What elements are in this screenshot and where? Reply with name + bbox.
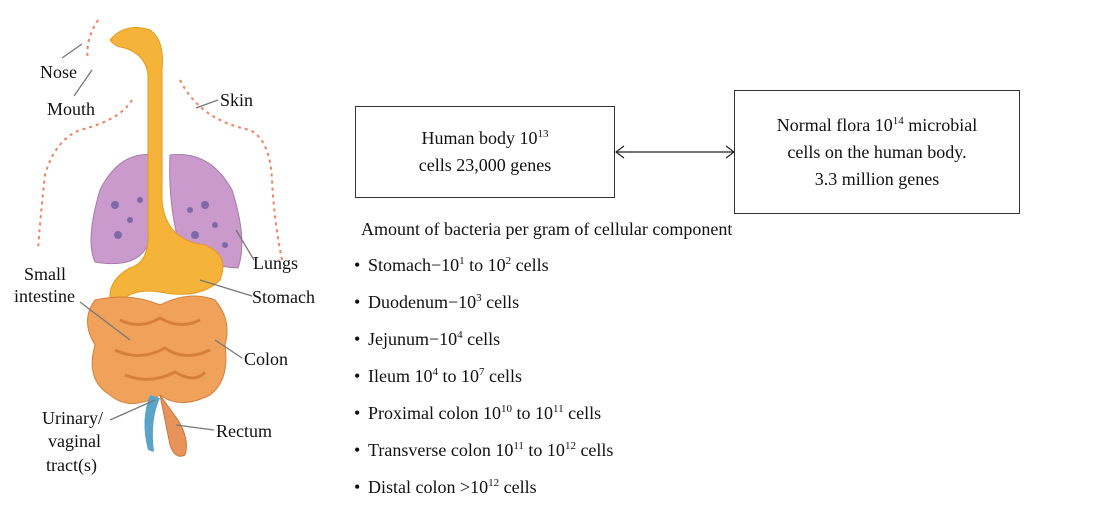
skin-outline: [37, 19, 283, 261]
normal-flora-line-1: Normal flora 1014 microbial: [776, 114, 978, 135]
human-body-box: Human body 1013 cells 23,000 genes: [355, 106, 615, 198]
normal-flora-box: Normal flora 1014 microbial cells on the…: [734, 90, 1020, 214]
intestines-shape: [87, 295, 228, 457]
list-item: •Stomach−101 to 102 cells: [354, 255, 549, 275]
nose-label: Nose: [40, 62, 77, 82]
bacteria-list-title: Amount of bacteria per gram of cellular …: [361, 219, 733, 239]
mouth-label: Mouth: [47, 99, 95, 119]
colon-label: Colon: [244, 349, 288, 369]
bacteria-list: •Stomach−101 to 102 cells •Duodenum−103 …: [354, 252, 613, 511]
stomach-label: Stomach: [252, 287, 315, 307]
rectum-label: Rectum: [216, 421, 272, 441]
leader-lines: [61, 43, 255, 431]
esophagus-stomach-shape: [109, 27, 224, 301]
double-arrow: [615, 145, 735, 159]
urinary-label-2: vaginal: [48, 431, 101, 451]
small-intestine-label-1: Small: [24, 264, 66, 284]
lungs-label: Lungs: [253, 253, 298, 273]
list-item: •Proximal colon 1010 to 1011 cells: [354, 403, 602, 423]
urinary-tract-shape: [144, 395, 160, 452]
human-body-line-2: cells 23,000 genes: [418, 155, 552, 175]
digestive-system-illustration: Nose Mouth Skin Lungs Small intestine St…: [14, 19, 315, 476]
normal-flora-exponent: 14: [892, 114, 904, 127]
normal-flora-line-3: 3.3 million genes: [814, 168, 940, 189]
human-body-exponent: 13: [537, 128, 549, 140]
normal-flora-line-2: cells on the human body.: [787, 141, 967, 162]
human-body-line-1: Human body 1013: [421, 128, 549, 148]
list-item: •Transverse colon 1011 to 1012 cells: [354, 440, 614, 460]
list-item: •Distal colon >1012 cells: [354, 477, 537, 497]
small-intestine-label-2: intestine: [14, 286, 75, 306]
urinary-label-3: tract(s): [46, 455, 97, 476]
list-item: •Ileum 104 to 107 cells: [354, 366, 523, 386]
skin-label: Skin: [220, 90, 253, 110]
list-item: •Jejunum−104 cells: [354, 329, 501, 349]
lungs-shape: [90, 153, 243, 269]
list-item: •Duodenum−103 cells: [354, 292, 520, 312]
urinary-label-1: Urinary/: [42, 408, 103, 428]
